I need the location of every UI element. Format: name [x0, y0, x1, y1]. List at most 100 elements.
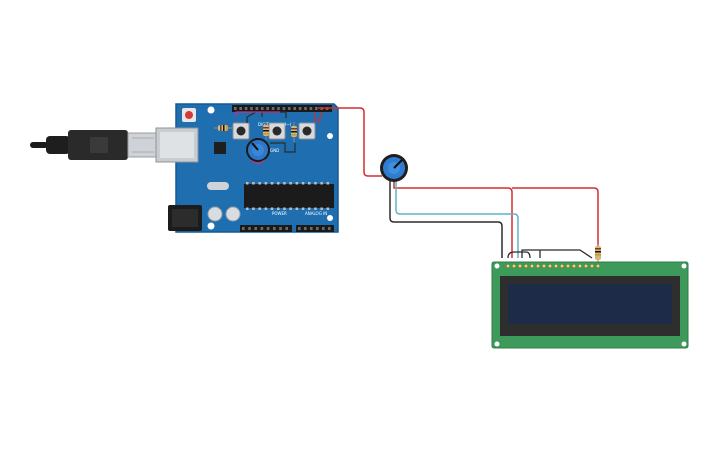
chip-pin [258, 207, 261, 210]
push-button[interactable] [232, 122, 250, 140]
resistor[interactable] [214, 125, 232, 131]
digital-header[interactable] [232, 105, 332, 112]
header-pin [242, 227, 245, 230]
onboard-potentiometer[interactable] [246, 138, 270, 162]
chip-pin [301, 207, 305, 210]
resistor[interactable] [263, 122, 269, 140]
external-wires [318, 107, 599, 259]
lcd-jumper-wire [507, 251, 531, 259]
header-pin [279, 227, 282, 230]
chip-pin [326, 182, 330, 185]
black-wire-gnd[interactable] [389, 180, 503, 258]
header-pin [293, 107, 296, 110]
header-pin [309, 107, 313, 110]
header-pin [328, 227, 331, 230]
chip-pin [246, 182, 249, 185]
potentiometer[interactable] [380, 154, 408, 182]
red-wire-5v[interactable] [318, 107, 382, 177]
resistor[interactable] [291, 122, 297, 142]
potentiometer-indicator [393, 159, 403, 169]
lcd-pin[interactable] [523, 263, 529, 269]
chip-pin [295, 207, 299, 210]
chip-pin [270, 182, 274, 185]
analog-in-label: ANALOG IN [305, 211, 327, 216]
chip-pin [289, 182, 292, 185]
header-pin [304, 107, 307, 110]
chip-pin [270, 207, 274, 210]
header-pin [304, 227, 307, 230]
usb-plug-metal [127, 132, 159, 158]
onboard-components[interactable] [214, 111, 323, 165]
header-pin [244, 107, 248, 110]
chip-pin [264, 182, 268, 185]
analog-header[interactable] [296, 225, 334, 232]
chip-pin [252, 182, 255, 185]
capacitor [207, 206, 223, 222]
lcd-jumper-wire [521, 249, 593, 259]
lcd-pin[interactable] [553, 263, 559, 269]
onboard-wire [270, 142, 296, 153]
usb-icon [90, 137, 108, 153]
lcd-pin[interactable] [547, 263, 553, 269]
lcd-16x2-module[interactable] [491, 261, 689, 349]
mounting-hole [327, 215, 333, 221]
chip-pin [289, 207, 292, 210]
usb-cable-end [30, 142, 48, 148]
mounting-hole [494, 263, 500, 269]
lcd-pin-header[interactable] [505, 263, 601, 269]
header-pin [322, 227, 325, 230]
arduino-uno-board[interactable]: DIGITAL (PWM~) POWER ANALOG IN GND [155, 103, 339, 233]
header-pin [288, 107, 291, 110]
header-pin [315, 107, 318, 110]
header-pin [234, 107, 237, 110]
push-button[interactable] [268, 122, 286, 140]
capacitor [225, 206, 241, 222]
lcd-pin[interactable] [565, 263, 571, 269]
lcd-pin[interactable] [595, 263, 601, 269]
chip-pin [308, 182, 311, 185]
chip-pin [301, 182, 305, 185]
chip-pin [283, 182, 286, 185]
chip-pin [246, 207, 249, 210]
lcd-pin[interactable] [559, 263, 565, 269]
lcd-pin[interactable] [589, 263, 595, 269]
lcd-pin[interactable] [529, 263, 535, 269]
header-pin [260, 227, 264, 230]
chip-pin [258, 182, 261, 185]
mounting-hole [681, 263, 687, 269]
mounting-hole [681, 341, 687, 347]
header-pin [310, 227, 313, 230]
lcd-pin[interactable] [535, 263, 541, 269]
header-pin [266, 107, 269, 110]
header-pin [271, 107, 275, 110]
onboard-wire [235, 111, 280, 117]
red-wire-vdd[interactable] [393, 176, 513, 258]
lcd-pin[interactable] [541, 263, 547, 269]
lcd-pin[interactable] [505, 263, 511, 269]
lcd-pin[interactable] [577, 263, 583, 269]
usb-chip [214, 142, 226, 154]
header-pin [316, 227, 319, 230]
header-pin [250, 107, 253, 110]
power-header[interactable] [240, 225, 292, 232]
header-pin [239, 107, 242, 110]
chip-pin [314, 182, 317, 185]
reset-button-cap [185, 111, 193, 119]
chip-pin [320, 207, 323, 210]
teal-wire-contrast[interactable] [395, 180, 519, 258]
header-pin [273, 227, 276, 230]
usb-cable[interactable] [30, 130, 159, 160]
lcd-pin[interactable] [511, 263, 517, 269]
red-wire-backlight[interactable] [512, 187, 599, 246]
mounting-hole [494, 341, 500, 347]
chip-pin [252, 207, 255, 210]
header-pin [277, 107, 280, 110]
gnd-label: GND [270, 148, 279, 153]
mounting-hole [207, 222, 215, 230]
lcd-pin[interactable] [583, 263, 589, 269]
push-button[interactable] [298, 122, 316, 140]
lcd-pin[interactable] [517, 263, 523, 269]
chip-pin [314, 207, 317, 210]
lcd-pin[interactable] [571, 263, 577, 269]
